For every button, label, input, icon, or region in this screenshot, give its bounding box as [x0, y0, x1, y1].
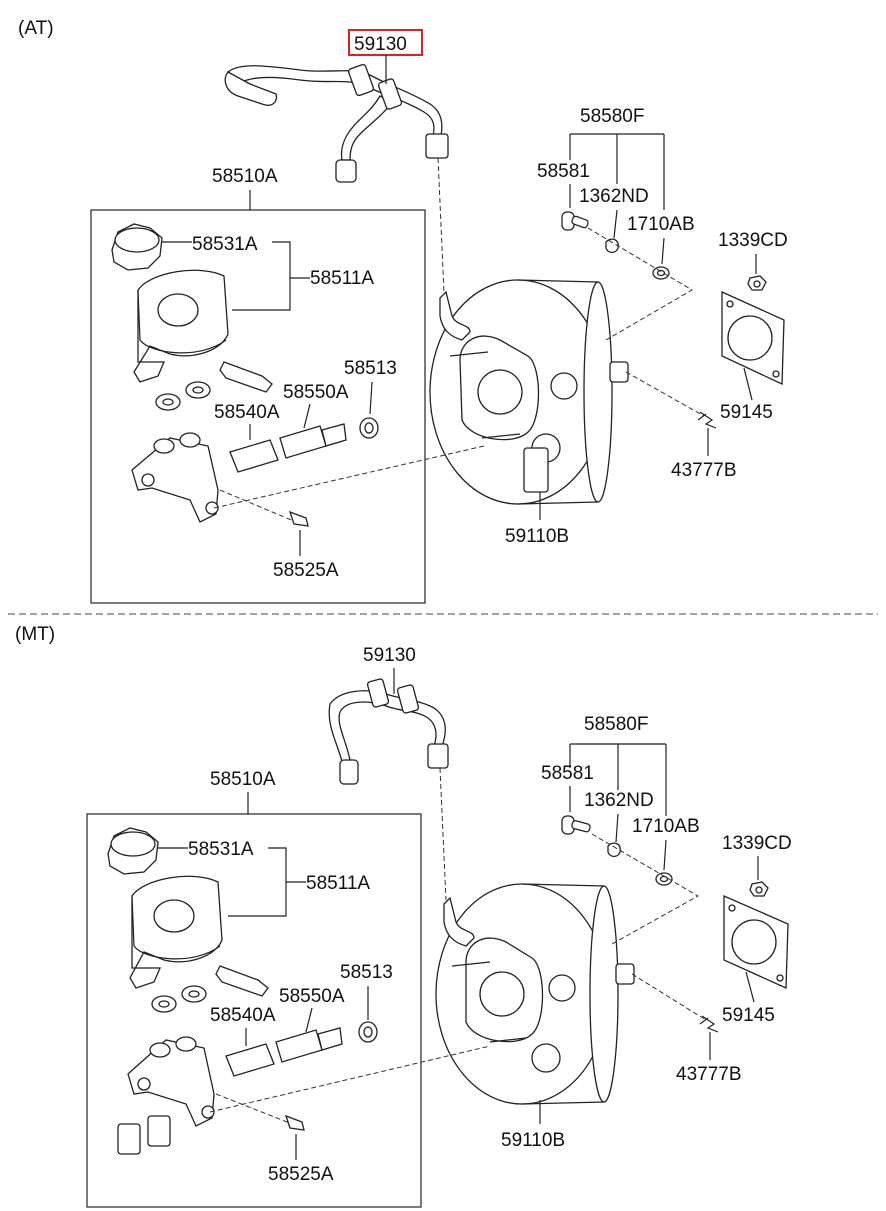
label-58531a[interactable]: 58531A: [188, 839, 254, 860]
washer-1710ab[interactable]: [652, 266, 670, 280]
label-1339cd[interactable]: 1339CD: [722, 833, 792, 854]
leader-line: [661, 237, 665, 265]
fluid-reservoir[interactable]: [129, 875, 223, 989]
leader-line: [615, 813, 619, 843]
reservoir-cap[interactable]: [111, 223, 163, 271]
brake-booster[interactable]: [435, 883, 635, 1105]
leader-line: [745, 971, 755, 1003]
section-title-at: (AT): [18, 18, 54, 39]
piston-58540a[interactable]: [225, 1043, 275, 1077]
spring-clip-43777b[interactable]: [699, 1015, 719, 1033]
label-59110b[interactable]: 59110B: [505, 526, 569, 547]
leader-line: [569, 743, 667, 816]
label-58513[interactable]: 58513: [344, 358, 397, 379]
brake-booster[interactable]: [429, 279, 629, 505]
label-58550a[interactable]: 58550A: [279, 986, 345, 1007]
pin-58581[interactable]: [561, 815, 591, 835]
dashed-connector: [213, 445, 485, 509]
leader-line: [663, 839, 667, 871]
grommets[interactable]: [155, 381, 211, 411]
clip-1362nd[interactable]: [607, 842, 621, 858]
leader-line: [232, 241, 310, 311]
label-58511a[interactable]: 58511A: [306, 873, 370, 894]
gasket-59145[interactable]: [721, 290, 785, 386]
dashed-connector: [625, 371, 705, 417]
label-58581[interactable]: 58581: [541, 763, 594, 784]
piston-58540a[interactable]: [229, 439, 279, 473]
label-43777b[interactable]: 43777B: [671, 460, 737, 481]
screw-58525a[interactable]: [288, 510, 309, 527]
gasket-59145[interactable]: [723, 895, 789, 989]
dashed-connector: [219, 489, 297, 523]
dashed-connector: [587, 227, 693, 341]
label-58511a[interactable]: 58511A: [310, 268, 374, 289]
label-1710ab[interactable]: 1710AB: [632, 816, 700, 837]
section-mt: (MT) 59130 59110B 58580F 5858: [15, 624, 792, 1208]
nut-1339cd[interactable]: [747, 275, 767, 291]
label-58580f[interactable]: 58580F: [584, 714, 648, 735]
dashed-connector: [439, 767, 447, 901]
grommets[interactable]: [151, 985, 207, 1013]
vacuum-hose[interactable]: [224, 63, 449, 183]
leader-line: [303, 403, 311, 429]
label-58513[interactable]: 58513: [340, 962, 393, 983]
vacuum-hose[interactable]: [328, 678, 449, 785]
piston-58550a[interactable]: [279, 423, 347, 459]
label-58580f[interactable]: 58580F: [580, 106, 644, 127]
label-58525a[interactable]: 58525A: [268, 1164, 334, 1185]
label-59130[interactable]: 59130: [363, 645, 416, 666]
label-58510a[interactable]: 58510A: [212, 166, 278, 187]
piston-58550a[interactable]: [275, 1027, 343, 1063]
label-58540a[interactable]: 58540A: [214, 402, 280, 423]
label-58550a[interactable]: 58550A: [283, 382, 349, 403]
label-1710ab[interactable]: 1710AB: [627, 214, 695, 235]
sensor-plug[interactable]: [215, 965, 269, 997]
section-at: (AT) 59130 5: [18, 18, 788, 604]
dashed-connector: [631, 973, 707, 1021]
label-59145[interactable]: 59145: [720, 402, 773, 423]
leader-line: [228, 847, 306, 917]
dashed-connector: [215, 1093, 293, 1125]
master-cylinder-body[interactable]: [127, 1036, 215, 1127]
label-59130[interactable]: 59130: [354, 34, 407, 55]
master-cylinder-body[interactable]: [131, 432, 219, 523]
label-59110b[interactable]: 59110B: [501, 1130, 565, 1151]
fluid-reservoir[interactable]: [133, 269, 229, 383]
section-title-mt: (MT): [15, 624, 55, 645]
assembly-box: [86, 813, 422, 1208]
leader-line: [369, 381, 373, 415]
leader-line: [613, 209, 618, 239]
dashed-connector: [591, 833, 700, 945]
dashed-connector: [437, 157, 445, 293]
seal-58513[interactable]: [358, 1021, 378, 1043]
label-58510a[interactable]: 58510A: [210, 769, 276, 790]
label-43777b[interactable]: 43777B: [676, 1064, 742, 1085]
label-1339cd[interactable]: 1339CD: [718, 230, 788, 251]
leader-line: [743, 367, 753, 401]
screw-58525a[interactable]: [284, 1114, 305, 1131]
label-58540a[interactable]: 58540A: [210, 1005, 276, 1026]
leader-line: [305, 1007, 313, 1033]
seal-58513[interactable]: [359, 417, 379, 439]
spring-clip-43777b[interactable]: [697, 411, 717, 429]
leader-line: [569, 133, 665, 210]
label-58581[interactable]: 58581: [537, 161, 590, 182]
label-58531a[interactable]: 58531A: [192, 234, 258, 255]
nut-1339cd[interactable]: [749, 881, 769, 897]
sensor-plug[interactable]: [219, 361, 273, 393]
label-1362nd[interactable]: 1362ND: [579, 186, 649, 207]
clip-1362nd[interactable]: [605, 238, 619, 254]
pin-58581[interactable]: [561, 211, 589, 231]
label-1362nd[interactable]: 1362ND: [584, 790, 654, 811]
label-58525a[interactable]: 58525A: [273, 560, 339, 581]
label-59145[interactable]: 59145: [722, 1005, 775, 1026]
assembly-box: [90, 209, 426, 604]
fittings[interactable]: [117, 1115, 171, 1155]
reservoir-cap[interactable]: [107, 827, 159, 875]
